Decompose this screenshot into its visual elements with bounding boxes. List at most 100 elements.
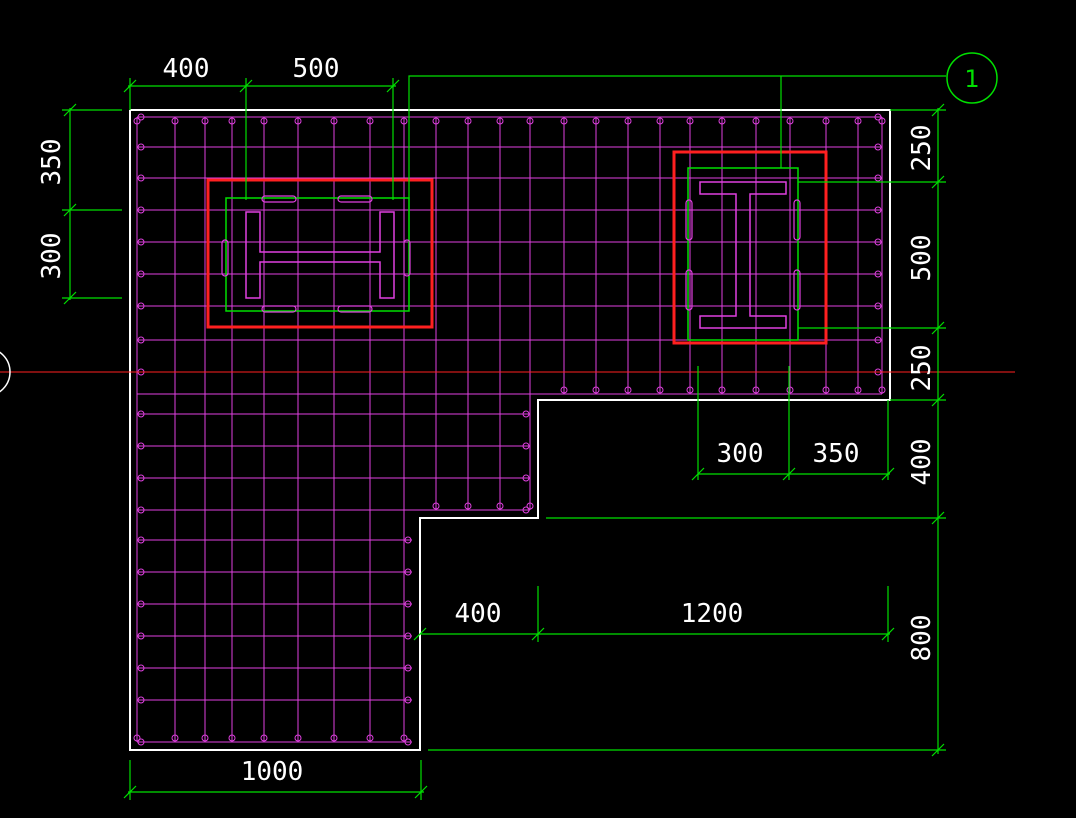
rebar-hook [624, 386, 632, 394]
steel-column-left [206, 178, 434, 329]
rebar-hook [656, 117, 664, 125]
rebar-hook [294, 117, 302, 125]
rebar-hooks [133, 113, 886, 746]
rebar-hook [400, 734, 408, 742]
rebar-hook [171, 117, 179, 125]
rebar-grid [136, 116, 883, 743]
rebar-hook [137, 738, 145, 746]
rebar-hook [404, 664, 412, 672]
rebar-hook [432, 502, 440, 510]
dim-inner-300: 300 [717, 439, 764, 469]
rebar-hook [464, 117, 472, 125]
rebar-hook [752, 386, 760, 394]
rebar-hook [718, 386, 726, 394]
axis-bubble-label: 1 [964, 65, 979, 93]
rebar-hook [171, 734, 179, 742]
rebar-hook [686, 386, 694, 394]
dimension-texts: 400 500 350 300 250 500 250 400 800 300 … [37, 54, 937, 787]
rebar-hook [464, 502, 472, 510]
rebar-hook [404, 536, 412, 544]
rebar-hook [526, 502, 534, 510]
dim-right-500: 500 [907, 235, 937, 282]
circle-axis-icon [946, 52, 998, 104]
axis-bubble: 1 [946, 52, 998, 104]
rebar-hook [228, 117, 236, 125]
dim-top-400: 400 [163, 54, 210, 84]
rebar-hook [404, 600, 412, 608]
dim-mid-400: 400 [455, 599, 502, 629]
rebar-hook [137, 143, 145, 151]
rebar-hook [260, 117, 268, 125]
rebar-hook [137, 506, 145, 514]
rebar-hook [878, 386, 886, 394]
rebar-hook [854, 386, 862, 394]
rebar-hook [560, 386, 568, 394]
rebar-hook [404, 696, 412, 704]
dim-bottom-1000: 1000 [241, 757, 304, 787]
rebar-hook [874, 302, 882, 310]
rebar-hook [404, 632, 412, 640]
axis-bubble-left [0, 351, 11, 393]
rebar-hook [137, 632, 145, 640]
dim-left-350: 350 [37, 139, 67, 186]
rebar-hook [874, 270, 882, 278]
dim-top-500: 500 [293, 54, 340, 84]
rebar-hook [752, 117, 760, 125]
rebar-hook [878, 117, 886, 125]
rebar-hook [592, 117, 600, 125]
highlight-box-right [672, 150, 828, 345]
rebar-hook [137, 238, 145, 246]
rebar-hook [137, 536, 145, 544]
rebar-hook [137, 442, 145, 450]
dim-right-400: 400 [907, 439, 937, 486]
rebar-hook [260, 734, 268, 742]
rebar-hook [228, 734, 236, 742]
h-section-icon [245, 211, 395, 299]
dim-right-250a: 250 [907, 125, 937, 172]
rebar-hook [137, 600, 145, 608]
highlight-box-left [206, 178, 434, 329]
rebar-hook [522, 506, 530, 514]
rebar-hook [592, 386, 600, 394]
rebar-hook [137, 474, 145, 482]
rebar-hook [786, 386, 794, 394]
rebar-hook [496, 502, 504, 510]
rebar-hook [137, 664, 145, 672]
rebar-hook [137, 696, 145, 704]
rebar-hook [137, 113, 145, 121]
rebar-hook [404, 568, 412, 576]
dim-mid-1200: 1200 [681, 599, 744, 629]
rebar-hook [137, 568, 145, 576]
rebar-hook [366, 734, 374, 742]
rebar-hook [522, 474, 530, 482]
rebar-hook [404, 738, 412, 746]
rebar-hook [137, 174, 145, 182]
dimension-lines [62, 75, 946, 800]
rebar-hook [786, 117, 794, 125]
rebar-hook [874, 113, 882, 121]
rebar-hook [526, 117, 534, 125]
slab-outline [129, 109, 891, 751]
rebar-hook [686, 117, 694, 125]
rebar-hook [201, 734, 209, 742]
rebar-hook [366, 117, 374, 125]
rebar-hook [624, 117, 632, 125]
rebar-hook [560, 117, 568, 125]
rebar-hook [822, 117, 830, 125]
rebar-hook [330, 734, 338, 742]
dim-inner-350: 350 [813, 439, 860, 469]
rebar-hook [496, 117, 504, 125]
dim-right-250b: 250 [907, 345, 937, 392]
rebar-hook [201, 117, 209, 125]
rebar-hook [137, 302, 145, 310]
rebar-hook [133, 734, 141, 742]
steel-column-right [672, 150, 828, 345]
rebar-hook [656, 386, 664, 394]
rebar-hook [294, 734, 302, 742]
i-section-icon [699, 181, 787, 329]
rebar-hook [874, 206, 882, 214]
rebar-hook [330, 117, 338, 125]
rebar-hook [874, 143, 882, 151]
rebar-hook [822, 386, 830, 394]
